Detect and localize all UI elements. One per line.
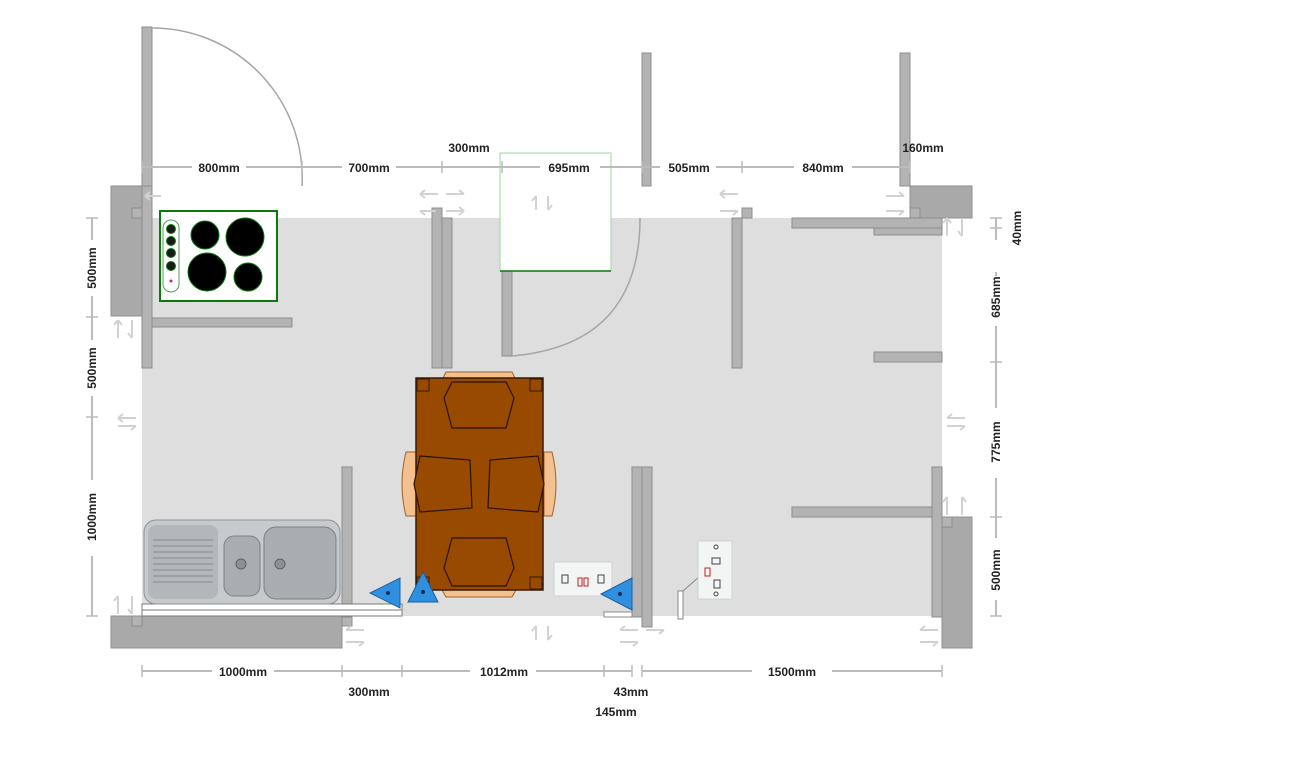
wall-segment xyxy=(899,52,911,187)
bottom-dim-label: 300mm xyxy=(348,685,389,699)
bottom-dim-label: 1000mm xyxy=(219,665,267,679)
left-dim-label: 1000mm xyxy=(85,493,99,541)
left-dim-label: 500mm xyxy=(85,347,99,388)
right-dimension-line xyxy=(990,217,1002,617)
wall-segment xyxy=(873,227,943,236)
bottom-dim-label: 1500mm xyxy=(768,665,816,679)
wall-nub xyxy=(131,615,143,627)
wall-nub xyxy=(941,516,953,528)
wall-nub xyxy=(909,207,921,219)
top-dim-label: 300mm xyxy=(448,141,489,155)
wall-segment xyxy=(791,217,943,229)
wall-nub xyxy=(131,207,143,219)
double-sink-icon[interactable] xyxy=(143,519,341,605)
hob-icon[interactable] xyxy=(159,210,278,302)
top-dim-label: 505mm xyxy=(668,161,709,175)
blue-triangle-marker-icon[interactable] xyxy=(407,570,439,603)
double-socket-icon[interactable] xyxy=(553,561,613,597)
dining-table-with-chairs-icon[interactable] xyxy=(401,371,557,598)
left-dimension-line xyxy=(86,217,98,617)
bottom-dim-label: 1012mm xyxy=(480,665,528,679)
wall-segment xyxy=(431,207,443,369)
wall-segment xyxy=(141,185,153,369)
wall-nub xyxy=(741,207,753,219)
wall-bottom-left xyxy=(110,615,343,649)
wall-segment xyxy=(441,217,453,369)
connector-line xyxy=(682,575,701,592)
right-dim-label: 685mm xyxy=(989,276,1003,317)
direction-arrows xyxy=(113,189,967,647)
wall-segment xyxy=(873,351,943,363)
wall-switch-icon[interactable] xyxy=(697,540,733,600)
bottom-dim-label: 43mm xyxy=(614,685,649,699)
blue-triangle-marker-icon[interactable] xyxy=(368,577,401,609)
bottom-dimension-line xyxy=(141,665,943,677)
blue-triangle-marker-icon[interactable] xyxy=(599,577,633,611)
top-dim-label: 840mm xyxy=(802,161,843,175)
top-dim-label: 800mm xyxy=(198,161,239,175)
right-dim-label: 775mm xyxy=(989,421,1003,462)
wall-left-top xyxy=(110,185,143,317)
top-dim-label: 695mm xyxy=(548,161,589,175)
bottom-dim-label: 145mm xyxy=(595,705,636,719)
door-swing-arc xyxy=(511,217,641,357)
door-swing-arc xyxy=(151,27,303,187)
door-panel xyxy=(499,152,612,272)
wall-segment xyxy=(631,466,643,618)
top-dim-label: 160mm xyxy=(902,141,943,155)
top-dim-label: 700mm xyxy=(348,161,389,175)
right-dim-label: 40mm xyxy=(1010,211,1024,246)
left-dim-label: 500mm xyxy=(85,247,99,288)
wall-segment xyxy=(641,52,652,187)
wall-segment xyxy=(931,466,943,618)
small-fixture xyxy=(677,590,684,620)
wall-segment xyxy=(341,466,353,618)
right-dim-label: 500mm xyxy=(989,549,1003,590)
small-fixture xyxy=(603,611,633,618)
top-dimension-line xyxy=(141,161,911,173)
wall-segment xyxy=(141,26,153,187)
wall-segment xyxy=(791,506,943,518)
wall-right-bottom xyxy=(941,516,973,649)
wall-segment xyxy=(501,269,513,357)
wall-segment xyxy=(151,317,293,328)
wall-segment xyxy=(731,217,743,369)
wall-segment xyxy=(641,466,653,628)
